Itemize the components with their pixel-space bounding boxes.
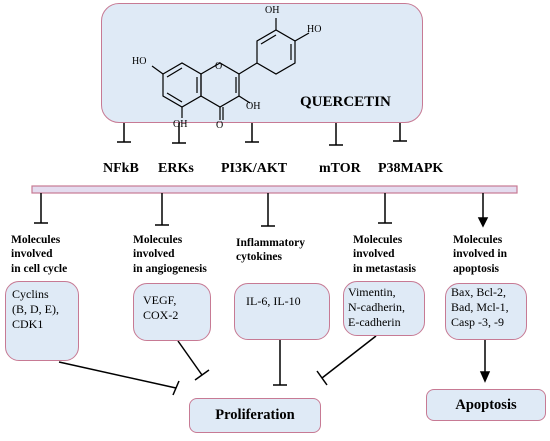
- group-title-angiogenesis: Molecules involved in angiogenesis: [133, 234, 207, 275]
- group-title-cell-cycle: Molecules involved in cell cycle: [11, 234, 68, 275]
- group-items-inflammatory: IL-6, IL-10: [246, 294, 301, 308]
- atom-ho-left: HO: [132, 56, 147, 67]
- compound-name: QUERCETIN: [300, 94, 391, 110]
- group-title-inflammatory: Inflammatory cytokines: [236, 237, 305, 264]
- pathway-erks: ERKs: [158, 161, 194, 176]
- group-items-cell-cycle: Cyclins (B, D, E), CDK1: [12, 287, 59, 331]
- pathway-bar: [31, 185, 518, 194]
- atom-o-ring: O: [215, 61, 223, 72]
- pathway-mtor: mTOR: [319, 161, 361, 176]
- proliferation-box: Proliferation: [189, 398, 321, 433]
- group-title-metastasis: Molecules involved in metastasis: [353, 234, 416, 275]
- pathway-pi3k-akt: PI3K/AKT: [221, 161, 288, 176]
- group-items-angiogenesis: VEGF, COX-2: [143, 293, 179, 322]
- proliferation-label: Proliferation: [215, 407, 295, 423]
- group-box-cell-cycle: Cyclins (B, D, E), CDK1: [5, 281, 79, 361]
- groups-to-outcomes: [58, 335, 491, 396]
- apoptosis-box: Apoptosis: [426, 389, 546, 421]
- group-box-angiogenesis: VEGF, COX-2: [133, 283, 211, 341]
- pathway-nfkb: NFkB: [103, 161, 139, 176]
- group-title-apoptosis: Molecules involved in apoptosis: [453, 234, 508, 275]
- quercetin-inhibitions: [117, 123, 407, 146]
- pathway-p38mapk: P38MAPK: [378, 161, 444, 176]
- atom-oh-bottom-right: OH: [246, 101, 261, 112]
- group-items-metastasis: Vimentin, N-cadherin, E-cadherin: [348, 285, 405, 329]
- apoptosis-label: Apoptosis: [455, 397, 517, 413]
- bar-to-groups: [34, 193, 489, 228]
- ring-b: [256, 29, 296, 75]
- atom-oh-top: OH: [265, 5, 280, 16]
- quercetin-box: [101, 3, 423, 123]
- group-items-apoptosis: Bax, Bcl-2, Bad, Mcl-1, Casp -3, -9: [451, 285, 509, 329]
- group-box-inflammatory: IL-6, IL-10: [234, 283, 330, 340]
- atom-o-keto: O: [216, 120, 224, 131]
- group-box-metastasis: Vimentin, N-cadherin, E-cadherin: [343, 281, 425, 336]
- quercetin-structure: [151, 18, 310, 120]
- ring-a: [162, 62, 202, 108]
- atom-oh-bottom-left: OH: [173, 119, 188, 130]
- group-box-apoptosis: Bax, Bcl-2, Bad, Mcl-1, Casp -3, -9: [445, 283, 527, 340]
- atom-oh-right: HO: [307, 24, 322, 35]
